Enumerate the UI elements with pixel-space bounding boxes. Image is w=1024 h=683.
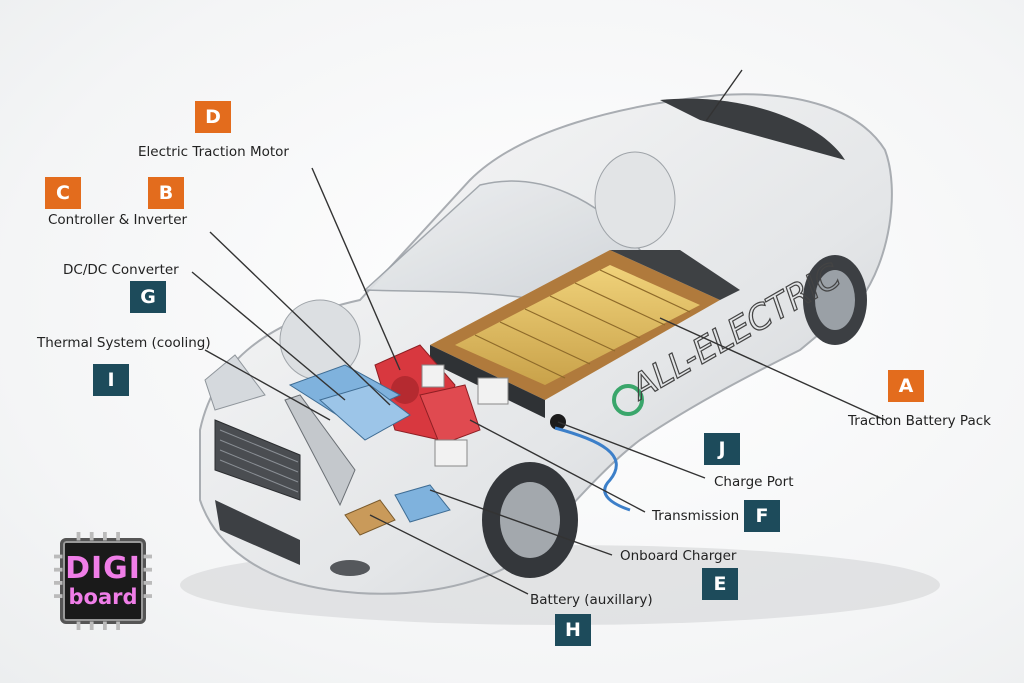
lower-grille	[215, 500, 300, 565]
charge-indicator	[612, 384, 644, 416]
label-charge-port: Charge Port	[714, 474, 794, 490]
white-module-3	[434, 439, 468, 467]
rear-window	[660, 98, 845, 160]
badge-c: C	[45, 177, 81, 209]
badge-f: F	[744, 500, 780, 532]
digiboard-logo: DIGI board	[54, 532, 152, 630]
logo-line1: DIGI	[65, 551, 141, 586]
badge-e: E	[702, 568, 738, 600]
label-controller-inverter: Controller & Inverter	[48, 212, 188, 228]
white-module-2	[477, 377, 509, 405]
front-grille	[214, 419, 301, 501]
label-transmission: Transmission	[652, 508, 740, 524]
label-dc-dc-converter: DC/DC Converter	[63, 262, 179, 278]
rear-top-wheel	[594, 151, 676, 249]
front-right-hub	[500, 482, 560, 558]
logo-line2: board	[68, 585, 138, 609]
label-thermal-system: Thermal System (cooling)	[37, 335, 211, 351]
battery-pack	[430, 250, 740, 418]
headlight	[204, 354, 266, 411]
grille-slats	[219, 429, 299, 493]
badge-i: I	[93, 364, 129, 396]
radiator	[284, 394, 356, 507]
badge-d: D	[195, 101, 231, 133]
badge-a: A	[888, 370, 924, 402]
label-electric-traction-motor: Electric Traction Motor	[138, 144, 289, 160]
badge-b: B	[148, 177, 184, 209]
badge-g: G	[130, 281, 166, 313]
fog-light	[330, 560, 370, 576]
label-traction-battery-pack: Traction Battery Pack	[848, 413, 991, 429]
charge-cable	[554, 426, 631, 512]
rear-right-hub	[815, 270, 855, 330]
label-battery-auxillary: Battery (auxillary)	[530, 592, 653, 608]
motor-inverter	[374, 344, 481, 446]
leader-lines	[191, 69, 886, 595]
badge-h: H	[555, 614, 591, 646]
badge-j: J	[704, 433, 740, 465]
aux-battery	[344, 499, 396, 536]
label-onboard-charger: Onboard Charger	[620, 548, 737, 564]
white-module-1	[421, 364, 445, 388]
